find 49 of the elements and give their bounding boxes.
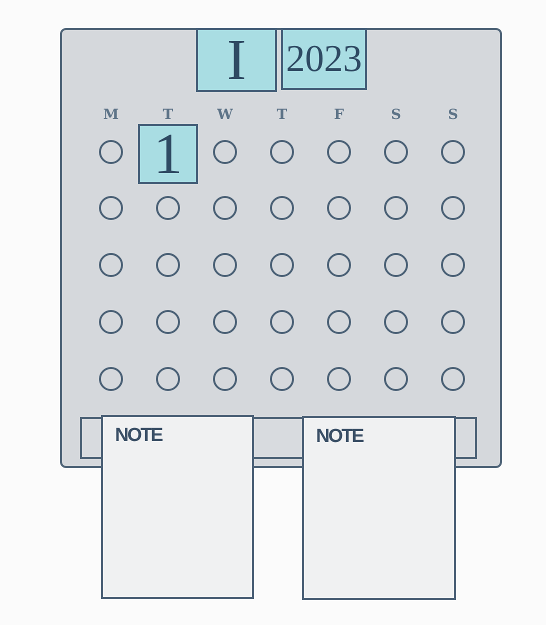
hole-circle [441, 310, 465, 334]
hole-circle [270, 310, 294, 334]
hole-circle [327, 253, 351, 277]
calendar-board [60, 28, 502, 468]
hole-circle [384, 140, 408, 164]
hole-circle [384, 196, 408, 220]
hole-circle [213, 253, 237, 277]
weekday-label: T [276, 107, 288, 123]
weekday-label: S [446, 107, 460, 123]
note-card [101, 415, 254, 599]
hole-circle [99, 140, 123, 164]
hole-circle [270, 253, 294, 277]
hole-circle [384, 253, 408, 277]
note-card [302, 416, 456, 600]
hole-circle [270, 140, 294, 164]
hole-circle [384, 310, 408, 334]
weekday-label: W [216, 107, 234, 123]
weekday-label: S [390, 107, 402, 123]
hole-circle [99, 196, 123, 220]
hole-circle [270, 367, 294, 391]
day-tile: 1 [138, 124, 198, 184]
weekday-label: F [333, 107, 345, 123]
hole-circle [327, 196, 351, 220]
hole-circle [156, 310, 180, 334]
hole-circle [270, 196, 294, 220]
hole-circle [327, 367, 351, 391]
hole-circle [99, 253, 123, 277]
weekday-label: M [102, 107, 120, 123]
hole-circle [441, 140, 465, 164]
hole-circle [156, 367, 180, 391]
weekday-label: T [162, 107, 174, 123]
hole-circle [156, 253, 180, 277]
year-tile: 2023 [281, 28, 367, 90]
hole-circle [441, 367, 465, 391]
hole-circle [213, 140, 237, 164]
hole-circle [99, 310, 123, 334]
month-tile: I [196, 28, 277, 92]
hole-circle [99, 367, 123, 391]
hole-circle [156, 196, 180, 220]
hole-circle [213, 196, 237, 220]
hole-circle [327, 310, 351, 334]
hole-circle [213, 310, 237, 334]
note-heading: NOTE [115, 425, 162, 447]
hole-circle [441, 196, 465, 220]
hole-circle [327, 140, 351, 164]
hole-circle [213, 367, 237, 391]
note-heading: NOTE [316, 426, 363, 448]
hole-circle [441, 253, 465, 277]
hole-circle [384, 367, 408, 391]
